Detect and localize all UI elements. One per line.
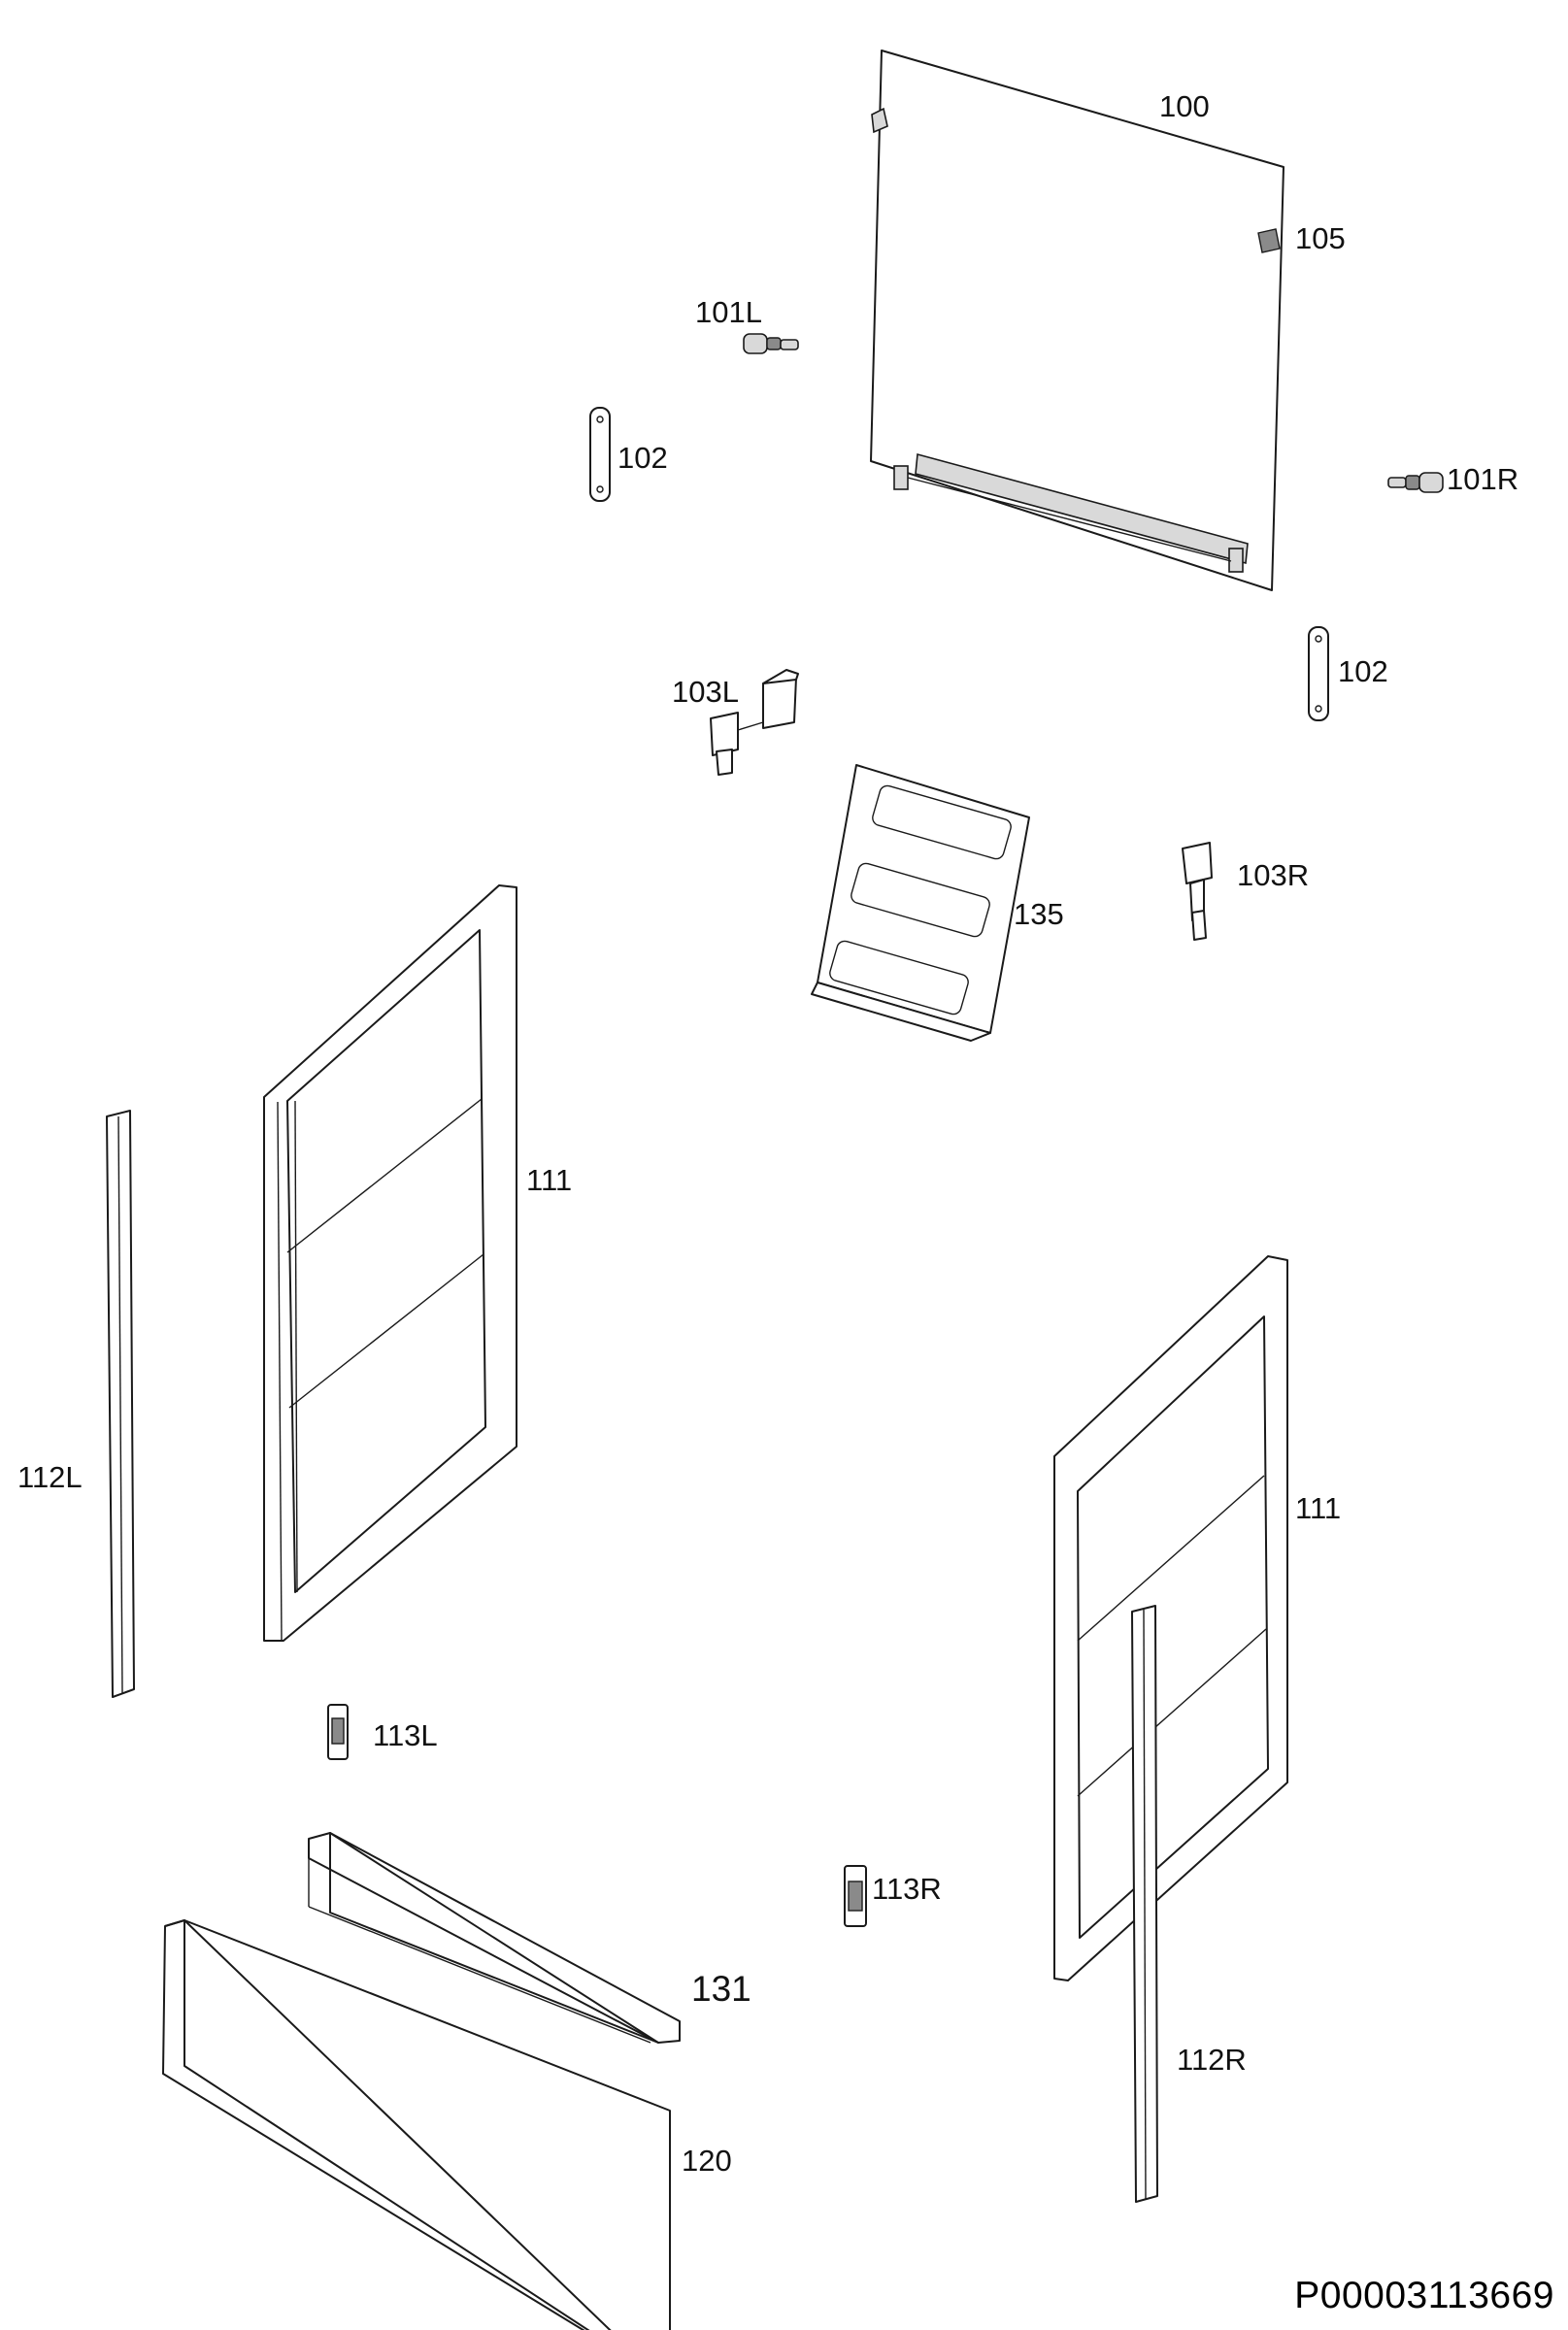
drawing-code: P00003113669 bbox=[1294, 2275, 1554, 2316]
label-101l: 101L bbox=[695, 295, 762, 329]
inner-panel-135 bbox=[811, 764, 1030, 1042]
bracket-103l bbox=[710, 669, 799, 776]
hinge-pin-101r bbox=[1387, 472, 1444, 493]
label-112r: 112R bbox=[1177, 2043, 1247, 2077]
label-131: 131 bbox=[691, 1969, 751, 2009]
latch-113r bbox=[844, 1865, 867, 1927]
handle-panel-120 bbox=[162, 1919, 671, 2330]
label-120: 120 bbox=[682, 2144, 732, 2178]
label-102-left: 102 bbox=[617, 441, 668, 475]
label-101r: 101R bbox=[1447, 462, 1519, 496]
strip-112l bbox=[106, 1110, 135, 1698]
label-113l: 113L bbox=[373, 1718, 438, 1752]
label-103l: 103L bbox=[672, 675, 739, 709]
label-103r: 103R bbox=[1237, 858, 1310, 892]
door-glass-100 bbox=[870, 50, 1284, 591]
label-113r: 113R bbox=[872, 1872, 942, 1906]
label-135: 135 bbox=[1014, 897, 1064, 931]
spacer-102-left bbox=[589, 407, 611, 502]
spacer-102-right bbox=[1308, 626, 1329, 721]
label-111-right: 111 bbox=[1295, 1491, 1342, 1525]
latch-113l bbox=[327, 1704, 349, 1760]
hinge-pin-101l bbox=[743, 333, 799, 354]
label-112l: 112L bbox=[17, 1460, 83, 1494]
handle-support-131 bbox=[308, 1832, 681, 2044]
label-100: 100 bbox=[1159, 89, 1210, 123]
label-111-left: 111 bbox=[526, 1163, 573, 1197]
strip-112r bbox=[1131, 1605, 1158, 2203]
label-102-right: 102 bbox=[1338, 654, 1388, 688]
clip-105 bbox=[1257, 228, 1281, 253]
label-105: 105 bbox=[1295, 221, 1346, 255]
bracket-103r bbox=[1182, 842, 1213, 941]
door-frame-111-right bbox=[1053, 1255, 1288, 1981]
door-frame-111-left bbox=[263, 884, 517, 1642]
